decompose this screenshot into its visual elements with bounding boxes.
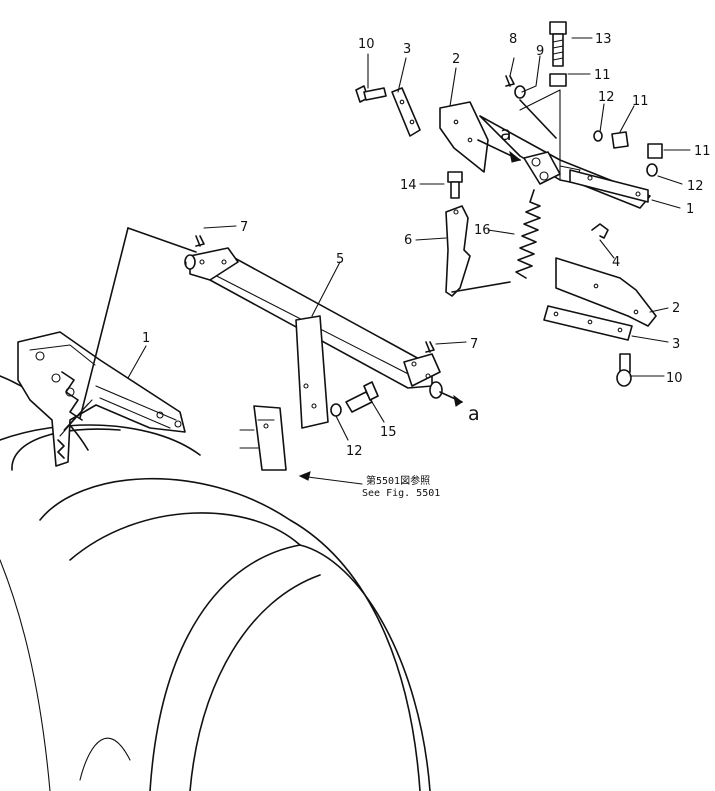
callout-2-upper: 2: [452, 52, 460, 67]
reference-note-en: See Fig. 5501: [362, 488, 440, 499]
callout-9: 9: [536, 44, 544, 59]
callout-16: 16: [474, 223, 491, 238]
bolt-15: [345, 381, 379, 413]
callout-11-top: 11: [594, 68, 611, 83]
callout-14: 14: [400, 178, 417, 193]
callout-10-lower: 10: [666, 371, 683, 386]
beam-vertical-plate: [295, 315, 329, 429]
cotter-pin-7-right: [425, 341, 435, 353]
spring-16: [515, 189, 541, 279]
callout-8: 8: [509, 32, 517, 47]
left-step-assembly: [17, 227, 186, 467]
callout-5: 5: [336, 252, 344, 267]
rod-8: [505, 75, 515, 87]
bolt-14: [447, 171, 463, 199]
washer-12-center: [330, 403, 342, 417]
callout-3-upper: 3: [403, 42, 411, 57]
callout-15: 15: [380, 425, 397, 440]
callout-1-left: 1: [142, 331, 150, 346]
bolt-10-lower: [616, 353, 632, 387]
reference-note-jp: 第5501図参照: [366, 474, 430, 487]
callout-2-lower: 2: [672, 301, 680, 316]
nut-11-top: [549, 73, 567, 87]
callout-11-mid: 11: [632, 94, 649, 109]
leader-lines: [127, 37, 691, 441]
washer-9: [514, 85, 526, 99]
step-arm-1-right: [569, 169, 649, 203]
callout-1-right: 1: [686, 202, 694, 217]
bolt-13: [549, 21, 567, 67]
guard-2-upper: [439, 101, 489, 173]
callout-12-upper: 12: [598, 90, 615, 105]
reference-bracket: [239, 405, 363, 485]
callout-3-lower: 3: [672, 337, 680, 352]
handle-4: [591, 223, 609, 239]
callout-7-right: 7: [470, 337, 478, 352]
link-6: [445, 205, 511, 297]
washer-12-right: [646, 163, 658, 177]
tire-and-fender: [0, 375, 431, 791]
washer-12-upper: [593, 130, 603, 142]
callout-6: 6: [404, 233, 412, 248]
view-marker-a-right: a: [468, 403, 480, 425]
callout-12-right: 12: [687, 179, 704, 194]
callout-12-center: 12: [346, 444, 363, 459]
guard-2-lower: [555, 257, 657, 327]
callout-10-upper: 10: [358, 37, 375, 52]
nut-11-mid: [611, 131, 629, 149]
callouts: 10 3 2 8 9 13 11 12 11 11 12 1 14 16 6 4…: [142, 32, 711, 459]
cotter-pin-7-left: [195, 235, 205, 247]
view-marker-a-top: a: [500, 123, 512, 145]
callout-7-left: 7: [240, 220, 248, 235]
callout-11-right: 11: [694, 144, 711, 159]
nut-11-right: [647, 143, 663, 159]
callout-4: 4: [612, 255, 620, 270]
plate-3-lower: [543, 305, 633, 341]
callout-13: 13: [595, 32, 612, 47]
main-beam: [127, 227, 463, 407]
plate-3-upper: [391, 87, 421, 137]
bolt-10-upper: [355, 85, 387, 103]
